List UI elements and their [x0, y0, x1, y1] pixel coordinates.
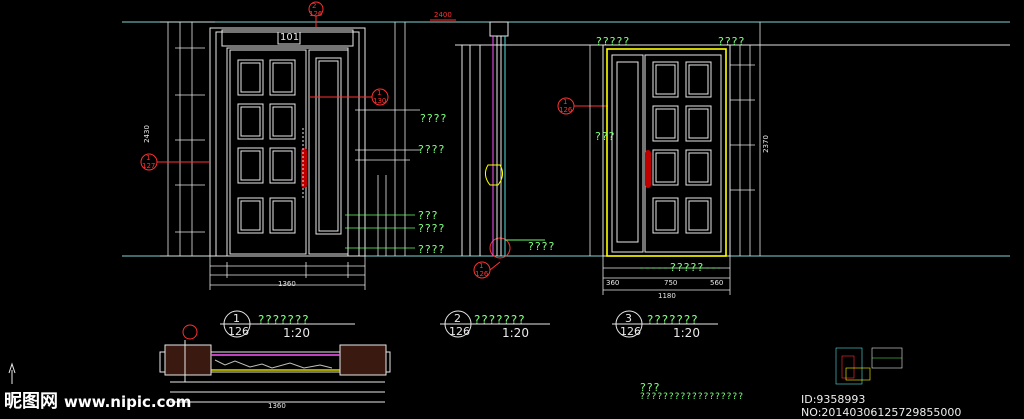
- left-right-dimensions: [355, 22, 420, 256]
- title-2-scale: 1:20: [502, 326, 529, 340]
- dim-sub-1: 360: [606, 279, 620, 287]
- red-dimension-mark: 2400: [434, 11, 452, 19]
- note-9: ????: [718, 35, 746, 48]
- watermark-brand: 昵图网: [4, 391, 58, 412]
- callout-section-num: 1: [479, 262, 484, 270]
- title-1-scale: 1:20: [283, 326, 310, 340]
- note-6: ????: [528, 240, 556, 253]
- title-1-num: 1: [233, 312, 240, 325]
- plan-section: [159, 324, 391, 403]
- note-10: ?????: [670, 261, 705, 274]
- note-12: ??????????????????: [640, 392, 744, 402]
- callout-left-ref: 127: [142, 162, 156, 170]
- note-5: ????: [418, 243, 446, 256]
- title-bubbles: [223, 310, 643, 338]
- note-3: ???: [418, 209, 439, 222]
- title-2-ref: 126: [449, 325, 470, 338]
- left-door-elevation: [209, 27, 366, 257]
- dim-sub-2: 750: [664, 279, 678, 287]
- dim-section-width: 1360: [268, 402, 286, 410]
- note-7: ?????: [596, 35, 631, 48]
- note-11: ???: [640, 381, 661, 394]
- left-bottom-dimensions: [209, 256, 366, 290]
- thumbnail-detail: [835, 347, 903, 385]
- callout-right-ref: 130: [373, 97, 387, 105]
- callout-right-num: 1: [377, 89, 382, 97]
- watermark-site: www.nipic.com: [64, 393, 192, 411]
- title-2-num: 2: [454, 312, 461, 325]
- ucs-icon: [8, 362, 16, 384]
- left-door-handle: [301, 148, 307, 188]
- room-number: 101: [280, 32, 300, 43]
- dim-left-width: 1360: [278, 280, 296, 288]
- callout-top-num: 2: [312, 2, 317, 10]
- note-2: ????: [418, 143, 446, 156]
- title-3-ref: 126: [620, 325, 641, 338]
- callout-top-ref: 126: [309, 10, 323, 18]
- right-door-handle: [645, 150, 651, 188]
- dim-sub-3: 560: [710, 279, 724, 287]
- red-callouts: [140, 1, 608, 279]
- note-8: ???: [595, 130, 616, 143]
- title-1-ref: 126: [228, 325, 249, 338]
- side-section: [461, 21, 545, 256]
- right-door-elevation: [602, 44, 731, 257]
- callout-left-num: 1: [146, 154, 151, 162]
- title-2-name: ???????: [474, 313, 526, 327]
- watermark: 昵图网 www.nipic.com: [4, 387, 191, 413]
- dim-right-width: 1180: [658, 292, 676, 300]
- callout-door3-num: 1: [563, 98, 568, 106]
- left-green-leaders: [345, 214, 415, 249]
- callout-section-ref: 126: [475, 270, 489, 278]
- left-dimension-chain: [160, 21, 215, 257]
- note-4: ????: [418, 222, 446, 235]
- note-1: ????: [420, 112, 448, 125]
- dim-left-height: 2430: [142, 125, 151, 143]
- dim-right-height: 2370: [761, 135, 770, 153]
- title-3-scale: 1:20: [673, 326, 700, 340]
- title-3-name: ???????: [647, 313, 699, 327]
- room-number-box: [277, 31, 301, 45]
- callout-door3-ref: 126: [559, 106, 573, 114]
- title-3-num: 3: [625, 312, 632, 325]
- title-1-name: ???????: [258, 313, 310, 327]
- image-id: ID:9358993 NO:20140306125729855000: [801, 393, 962, 419]
